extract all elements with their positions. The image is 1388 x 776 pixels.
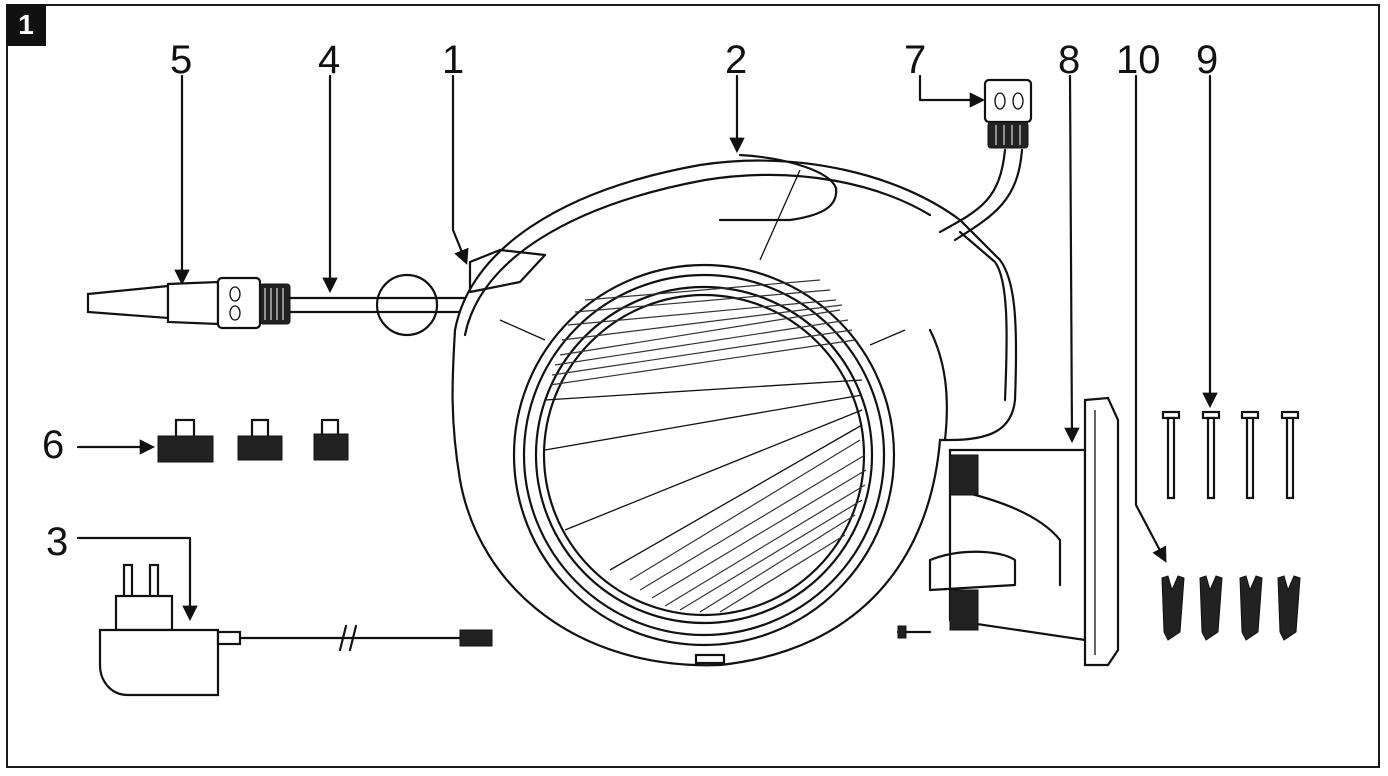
callout-8: 8	[1058, 38, 1081, 82]
screw	[1201, 410, 1221, 500]
callout-6: 6	[42, 423, 65, 467]
leader-8	[1064, 74, 1080, 444]
screw	[1240, 410, 1260, 500]
wall-plugs	[1161, 575, 1301, 641]
wall-plug	[1199, 575, 1223, 641]
screw	[1161, 410, 1181, 500]
figure-number-badge: 1	[6, 4, 46, 46]
reel-housing	[451, 148, 1024, 667]
callout-1: 1	[442, 38, 465, 82]
callout-5: 5	[170, 38, 193, 82]
leader-10	[1134, 74, 1167, 563]
wall-plug	[1161, 575, 1185, 641]
leader-lines	[76, 74, 1218, 622]
leader-1	[451, 74, 469, 265]
leader-7	[918, 74, 986, 108]
coiled-hose-lower	[629, 439, 867, 613]
screw	[1280, 410, 1300, 500]
wall-plug	[1277, 575, 1301, 641]
leader-3	[76, 536, 198, 622]
callout-4: 4	[318, 38, 341, 82]
adapter-1	[157, 418, 214, 463]
callout-3: 3	[46, 520, 69, 564]
callout-2: 2	[725, 38, 748, 82]
callout-7: 7	[904, 38, 927, 82]
hose-connector	[983, 78, 1033, 149]
wall-bracket	[896, 396, 1120, 667]
wall-plug	[1239, 575, 1263, 641]
coiled-hose-upper	[549, 279, 856, 386]
adapter-2	[237, 418, 283, 461]
callout-10: 10	[1116, 38, 1161, 82]
tap-adapters	[157, 418, 349, 463]
adapter-3	[313, 418, 349, 461]
power-adapter	[98, 563, 493, 697]
screws	[1161, 410, 1300, 500]
spray-nozzle	[86, 276, 291, 330]
callout-9: 9	[1196, 38, 1219, 82]
